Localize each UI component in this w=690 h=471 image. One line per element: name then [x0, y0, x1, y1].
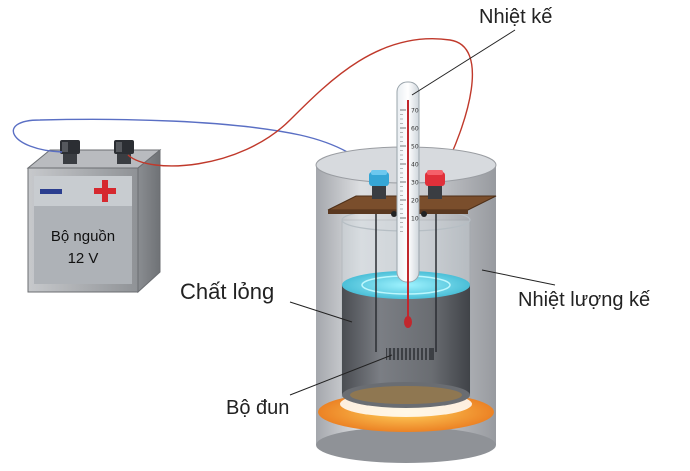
thermometer-scale-label: 50 [411, 144, 419, 151]
terminal-blue [369, 170, 389, 199]
thermometer-scale-label: 60 [411, 126, 419, 133]
minus-symbol [40, 189, 62, 194]
thermometer-scale-label: 70 [411, 108, 419, 115]
label-liquid: Chất lỏng [180, 279, 275, 304]
battery-terminal-negative [60, 140, 80, 164]
power-source [26, 140, 162, 294]
label-thermometer: Nhiệt kế [479, 6, 553, 28]
thermometer: 70 60 50 40 30 20 10 [396, 81, 420, 328]
leader-heater [289, 354, 393, 396]
heater-coil [375, 210, 437, 360]
battery-terminal-positive [114, 140, 134, 164]
power-source-name: Bộ nguồn [50, 228, 116, 245]
label-calorimeter: Nhiệt lượng kế [518, 289, 651, 311]
plus-symbol-v [102, 180, 108, 202]
leader-calorimeter [481, 269, 556, 286]
wire-blue [12, 118, 379, 176]
label-heater: Bộ đun [226, 397, 290, 419]
leader-thermometer [411, 29, 516, 96]
thermometer-scale-label: 10 [411, 216, 419, 223]
wire-red [127, 38, 474, 179]
terminal-red [425, 170, 445, 199]
thermometer-scale-label: 30 [411, 180, 419, 187]
thermometer-scale-label: 20 [411, 198, 419, 205]
leader-liquid [289, 301, 353, 323]
thermometer-scale: 70 60 50 40 30 20 10 [400, 108, 419, 232]
thermometer-scale-label: 40 [411, 162, 419, 169]
power-source-voltage: 12 V [67, 250, 99, 267]
